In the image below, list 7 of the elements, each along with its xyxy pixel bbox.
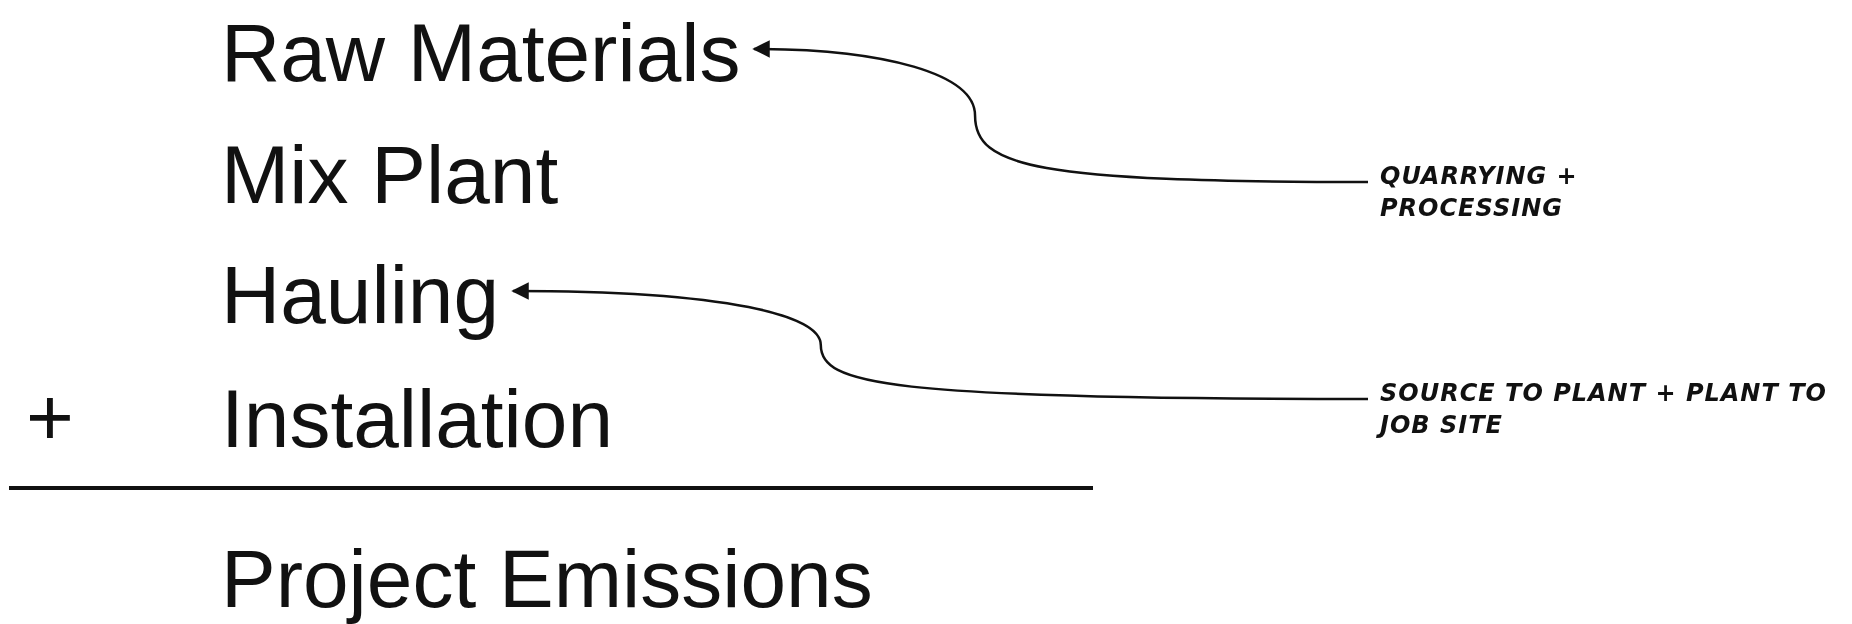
line-item: Raw Materials <box>221 12 741 94</box>
leader-arrow <box>752 40 1368 184</box>
line-item: Installation <box>221 378 614 460</box>
leader-arrow <box>511 282 1368 401</box>
annotation-note: QUARRYING + PROCESSING <box>1380 160 1710 225</box>
line-item: Mix Plant <box>221 134 559 216</box>
plus-sign: + <box>26 376 74 458</box>
